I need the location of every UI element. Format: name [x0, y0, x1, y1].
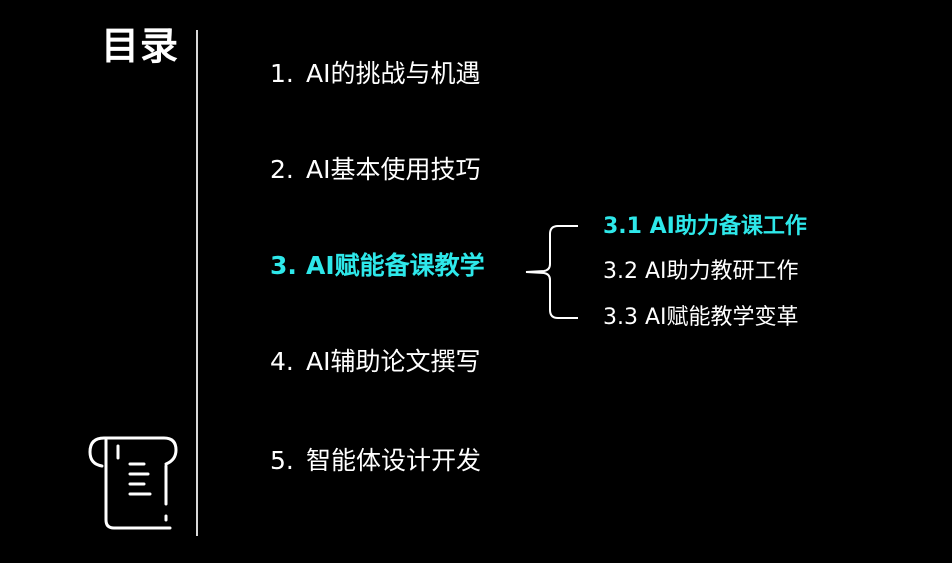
toc-item-number: 1.: [270, 59, 294, 88]
toc-item-number: 2.: [270, 155, 294, 184]
scroll-document-icon: [88, 436, 178, 530]
subtoc-item-3-1-active: 3.1 AI助力备课工作: [603, 214, 807, 239]
toc-item-label: AI基本使用技巧: [306, 155, 481, 184]
toc-item-label: AI辅助论文撰写: [306, 347, 481, 376]
toc-item-number: 3.: [270, 251, 297, 280]
toc-item-label: AI的挑战与机遇: [306, 59, 481, 88]
vertical-divider: [196, 30, 198, 536]
toc-item-label: 智能体设计开发: [306, 446, 482, 475]
toc-item-2: 2. AI基本使用技巧: [270, 154, 480, 186]
curly-brace-icon: [525, 225, 578, 319]
toc-item-3-active: 3. AI赋能备课教学: [270, 250, 485, 282]
subtoc-item-3-2: 3.2 AI助力教研工作: [603, 259, 799, 284]
toc-item-label: AI赋能备课教学: [306, 251, 485, 280]
toc-item-number: 4.: [270, 347, 294, 376]
toc-item-number: 5.: [270, 446, 294, 475]
toc-item-5: 5. 智能体设计开发: [270, 445, 481, 477]
slide-title: 目录: [101, 24, 180, 68]
subtoc-item-3-3: 3.3 AI赋能教学变革: [603, 305, 799, 330]
toc-item-4: 4. AI辅助论文撰写: [270, 346, 480, 378]
toc-item-1: 1. AI的挑战与机遇: [270, 58, 480, 90]
